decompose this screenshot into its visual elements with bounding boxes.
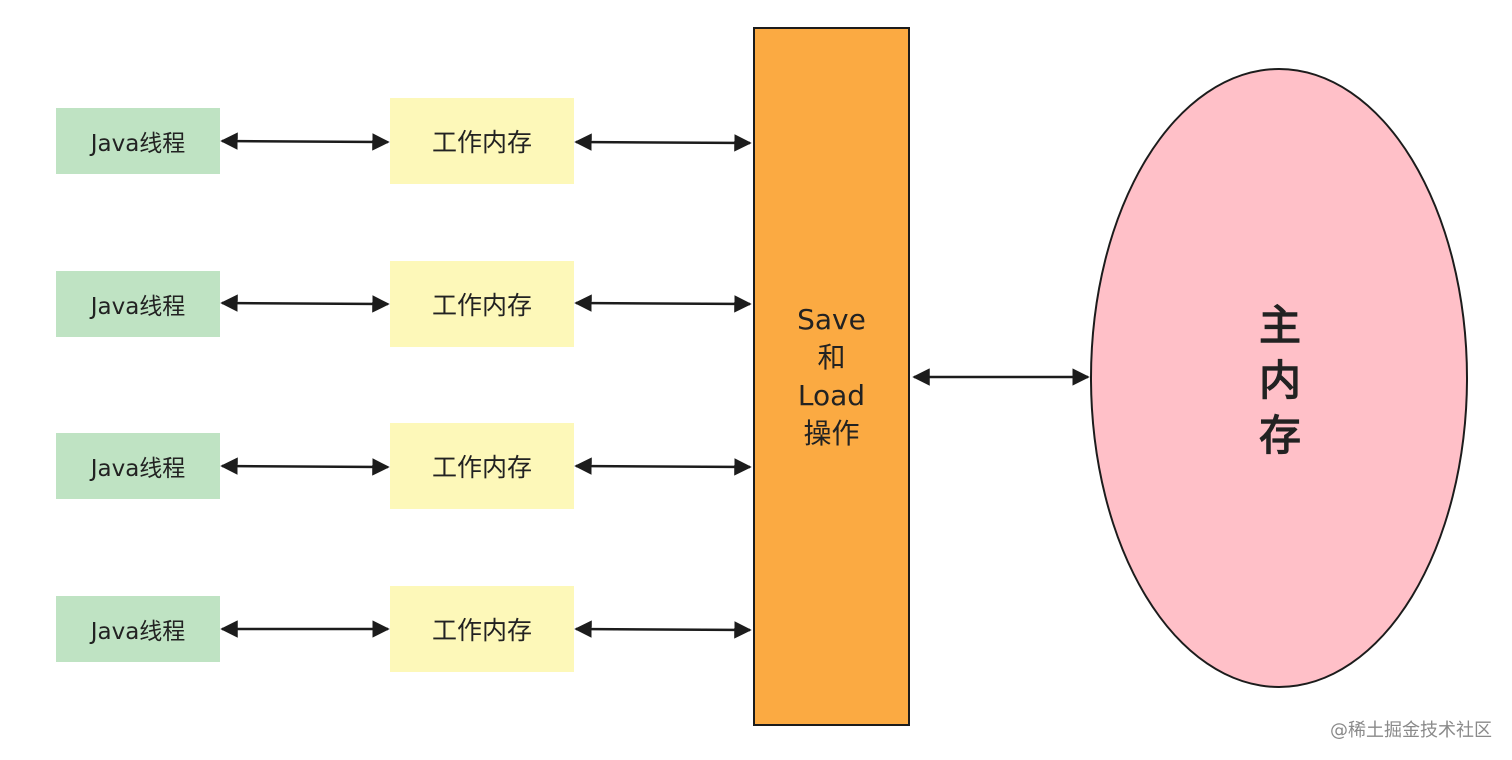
java-thread-label: Java线程 bbox=[90, 294, 186, 320]
java-thread-2: Java线程 bbox=[56, 271, 220, 337]
arrow-workmem-saveload-3 bbox=[574, 457, 752, 476]
arrow-thread-workmem-1 bbox=[220, 132, 390, 151]
save-load-line-1: Save bbox=[797, 302, 866, 336]
arrow-workmem-saveload-4 bbox=[574, 620, 752, 639]
save-load-operation-box: Save 和 Load 操作 bbox=[753, 27, 910, 726]
java-thread-label: Java线程 bbox=[90, 131, 186, 157]
working-memory-label: 工作内存 bbox=[431, 616, 532, 645]
main-memory-ellipse bbox=[1090, 68, 1468, 688]
save-load-line-4: 操作 bbox=[803, 416, 860, 450]
main-memory-char-2: 内 bbox=[1258, 356, 1301, 405]
working-memory-label: 工作内存 bbox=[431, 453, 532, 482]
working-memory-3: 工作内存 bbox=[390, 423, 574, 509]
java-thread-4: Java线程 bbox=[56, 596, 220, 662]
java-thread-label: Java线程 bbox=[90, 619, 186, 645]
main-memory-char-1: 主 bbox=[1258, 301, 1301, 350]
working-memory-2: 工作内存 bbox=[390, 261, 574, 347]
arrow-thread-workmem-2 bbox=[220, 294, 390, 313]
save-load-line-2: 和 bbox=[817, 340, 846, 374]
working-memory-1: 工作内存 bbox=[390, 98, 574, 184]
java-thread-1: Java线程 bbox=[56, 108, 220, 174]
arrow-thread-workmem-3 bbox=[220, 457, 390, 476]
main-memory-char-3: 存 bbox=[1258, 411, 1301, 460]
arrow-workmem-saveload-2 bbox=[574, 294, 752, 313]
java-thread-label: Java线程 bbox=[90, 456, 186, 482]
watermark: @稀土掘金技术社区 bbox=[1330, 720, 1492, 741]
java-thread-3: Java线程 bbox=[56, 433, 220, 499]
working-memory-4: 工作内存 bbox=[390, 586, 574, 672]
working-memory-label: 工作内存 bbox=[431, 291, 532, 320]
working-memory-label: 工作内存 bbox=[431, 128, 532, 157]
arrow-workmem-saveload-1 bbox=[574, 133, 752, 152]
save-load-line-3: Load bbox=[797, 378, 866, 412]
main-memory-label: 主 内 存 bbox=[1240, 298, 1320, 463]
